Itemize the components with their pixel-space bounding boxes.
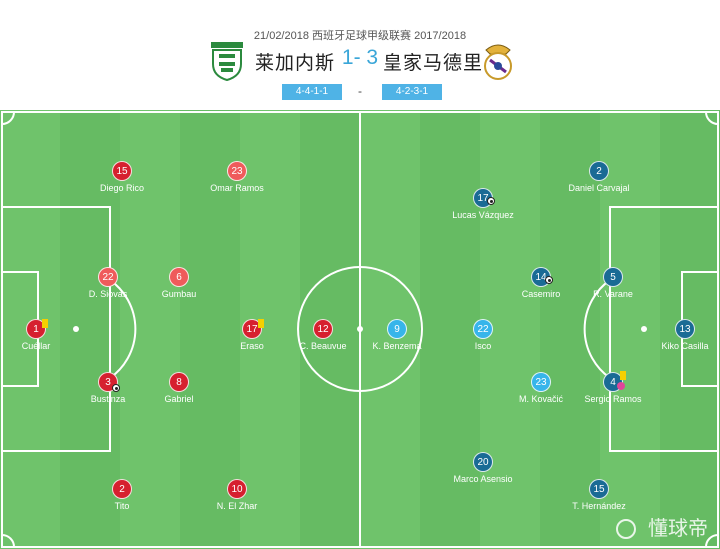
dongqiudi-logo-icon (616, 519, 636, 539)
player-number-badge: 15 (112, 161, 132, 181)
football-pitch: 1 Cuéllar 15 Diego Rico 22 D. Siovas 3 B… (0, 110, 720, 549)
player-name: Gumbau (161, 289, 197, 299)
yellow-card-icon (258, 319, 264, 328)
yellow-card-icon (42, 319, 48, 328)
player-number-badge: 2 (589, 161, 609, 181)
player-name: Marco Asensio (453, 474, 513, 484)
player-name: Sergio Ramos (584, 394, 642, 404)
goal-ball-icon (545, 276, 553, 284)
player-number-badge: 1 (26, 319, 46, 339)
player-name: Daniel Carvajal (568, 183, 630, 193)
player-number-badge: 10 (227, 479, 247, 499)
player-name: K. Benzema (372, 341, 422, 351)
player-name: C. Beauvue (299, 341, 347, 351)
pitch-stripe (420, 110, 480, 549)
player-name: N. El Zhar (216, 501, 258, 511)
pitch-markings (1, 111, 719, 548)
yellow-card-icon (620, 371, 626, 380)
player-number-badge: 22 (98, 267, 118, 287)
pitch-stripe (540, 110, 600, 549)
player-number-badge: 2 (112, 479, 132, 499)
player-name: Isco (474, 341, 492, 351)
pitch-stripe (180, 110, 240, 549)
player-number-badge: 6 (169, 267, 189, 287)
player-name: R. Varane (593, 289, 633, 299)
formation-separator: - (358, 84, 362, 98)
player-name: Bustinza (90, 394, 126, 404)
player-name: M. Kovačić (518, 394, 563, 404)
player-number-badge: 15 (589, 479, 609, 499)
player-name: Tito (114, 501, 130, 511)
player-name: Cuéllar (21, 341, 51, 351)
match-score: 1- 3 (341, 46, 379, 69)
player-number-badge: 22 (473, 319, 493, 339)
player-name: Omar Ramos (210, 183, 264, 193)
player-number-badge: 13 (675, 319, 695, 339)
player-number-badge: 9 (387, 319, 407, 339)
home-formation-badge: 4-4-1-1 (282, 84, 342, 100)
player-name: Casemiro (521, 289, 561, 299)
home-team-name: 莱加内斯 (255, 53, 336, 74)
goal-ball-icon (112, 384, 120, 392)
real-madrid-crest-icon (484, 44, 512, 80)
player-name: D. Siovas (88, 289, 128, 299)
watermark: 懂球帝 (648, 516, 708, 540)
player-number-badge: 5 (603, 267, 623, 287)
player-number-badge: 17 (242, 319, 262, 339)
player-number-badge: 23 (227, 161, 247, 181)
away-formation-badge: 4-2-3-1 (382, 84, 442, 100)
match-header: 21/02/2018 西班牙足球甲级联赛 2017/2018 莱加内斯 1- 3… (0, 0, 720, 108)
player-name: Gabriel (164, 394, 194, 404)
player-name: Diego Rico (99, 183, 145, 193)
player-number-badge: 8 (169, 372, 189, 392)
away-team-name: 皇家马德里 (383, 53, 484, 74)
match-date-competition: 21/02/2018 西班牙足球甲级联赛 2017/2018 (253, 30, 467, 42)
player-name: Lucas Vázquez (452, 210, 514, 220)
player-number-badge: 20 (473, 452, 493, 472)
player-name: T. Hernández (572, 501, 626, 511)
player-name: Kiko Casilla (661, 341, 709, 351)
substitution-icon (617, 382, 625, 390)
player-name: Eraso (240, 341, 264, 351)
goal-ball-icon (487, 197, 495, 205)
leganes-crest-icon (211, 42, 243, 82)
player-number-badge: 23 (531, 372, 551, 392)
player-number-badge: 12 (313, 319, 333, 339)
